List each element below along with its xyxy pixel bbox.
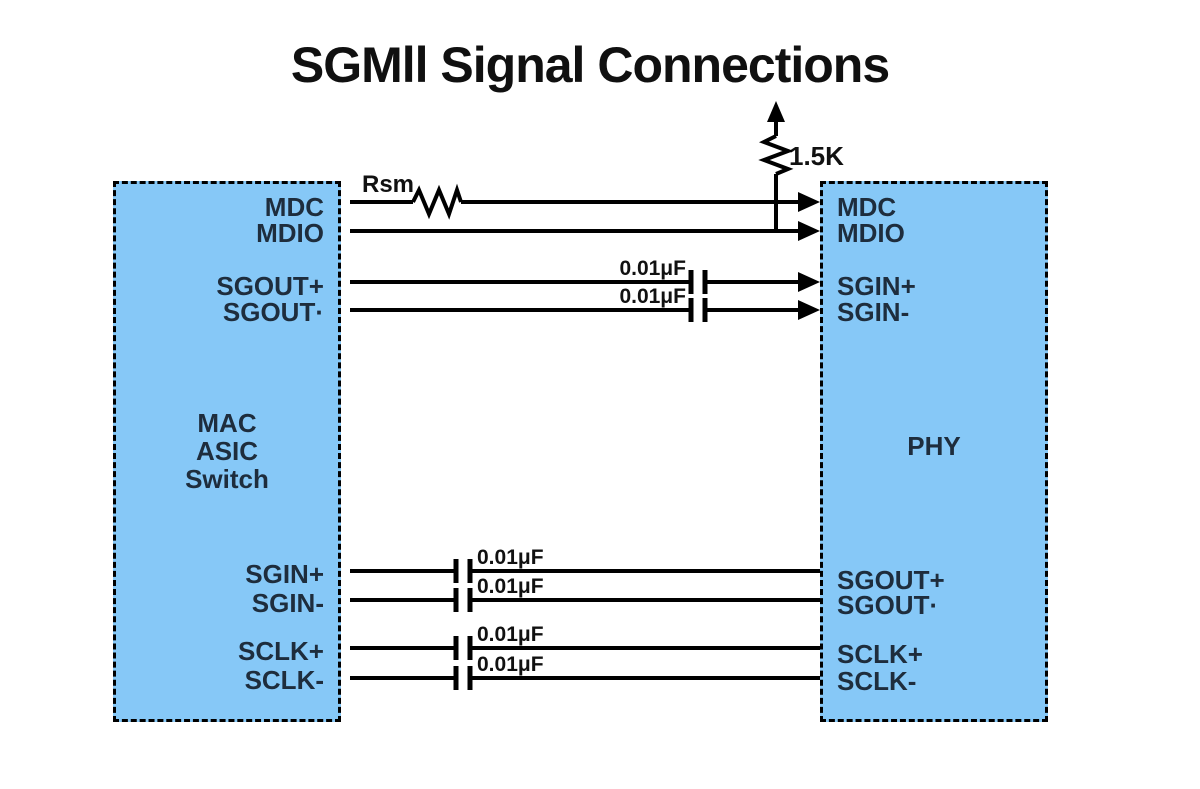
right-pin-mdc: MDC: [837, 192, 897, 222]
cap-label-sgout-p: 0.01μF: [477, 546, 544, 569]
diagram-title: SGMll Signal Connections: [290, 37, 890, 93]
arrowhead-mdio: [798, 221, 820, 241]
right-pin-sgin-n: SGIN-: [837, 297, 910, 327]
cap-label-sclk-p: 0.01μF: [477, 623, 544, 646]
arrowhead-mdc: [798, 192, 820, 212]
pullup-resistor-label: 1.5K: [789, 141, 844, 171]
left-pin-sgin-p: SGIN+: [245, 559, 324, 589]
left-box-name-line3: Switch: [185, 464, 269, 494]
cap-label-sclk-n: 0.01μF: [477, 653, 544, 676]
arrowhead-sgin-p: [798, 272, 820, 292]
right-pin-sgout-n: SGOUT·: [837, 590, 939, 620]
left-pin-sclk-p: SCLK+: [238, 636, 324, 666]
series-resistor-label: Rsm: [362, 171, 415, 198]
phy-box: MDC MDIO SGIN+ SGIN- PHY SGOUT+ SGOUT· S…: [820, 181, 1048, 722]
pullup-resistor: [758, 134, 794, 176]
left-pin-sgout-n: SGOUT·: [222, 297, 324, 327]
right-pin-mdio: MDIO: [837, 218, 905, 248]
arrowhead-sgin-n: [798, 300, 820, 320]
left-pin-mdio: MDIO: [256, 218, 324, 248]
mac-asic-switch-box: MDC MDIO SGOUT+ SGOUT· MAC ASIC Switch S…: [113, 181, 341, 722]
left-pin-sclk-n: SCLK-: [244, 665, 324, 695]
pullup-up-arrow: [767, 101, 785, 122]
right-pin-sclk-p: SCLK+: [837, 639, 923, 669]
cap-label-sgin-p: 0.01μF: [619, 257, 686, 280]
left-pin-mdc: MDC: [264, 192, 324, 222]
left-pin-sgin-n: SGIN-: [251, 588, 324, 618]
cap-label-sgin-n: 0.01μF: [619, 285, 686, 308]
cap-label-sgout-n: 0.01μF: [477, 575, 544, 598]
right-pin-sclk-n: SCLK-: [837, 666, 917, 696]
right-pin-sgout-p: SGOUT+: [837, 565, 945, 595]
right-box-name: PHY: [907, 431, 961, 461]
left-box-name-line1: MAC: [197, 408, 257, 438]
right-pin-sgin-p: SGIN+: [837, 271, 916, 301]
series-resistor-rsm: [411, 183, 463, 220]
left-box-name-line2: ASIC: [195, 436, 259, 466]
left-pin-sgout-p: SGOUT+: [216, 271, 324, 301]
